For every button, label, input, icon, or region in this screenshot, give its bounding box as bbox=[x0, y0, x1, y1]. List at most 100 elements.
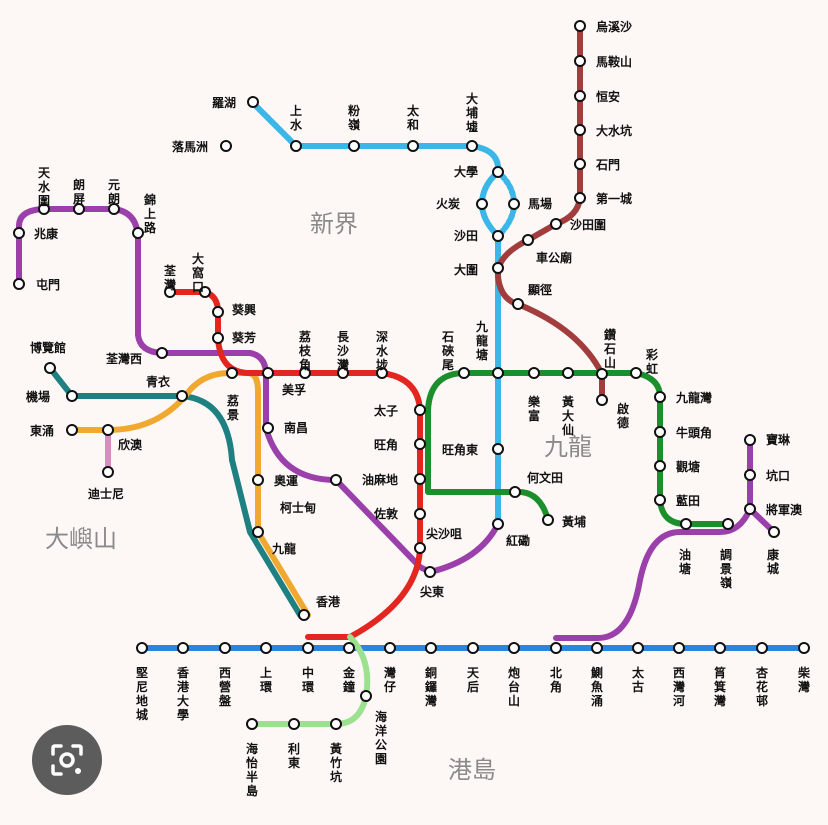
station-ma-on-shan[interactable] bbox=[574, 55, 586, 67]
station-tsuen-wan-west[interactable] bbox=[156, 347, 168, 359]
station-tai-po-market[interactable] bbox=[466, 140, 478, 152]
station-mong-kok[interactable] bbox=[414, 438, 426, 450]
station-mong-kok-east[interactable] bbox=[492, 443, 504, 455]
station-yau-ma-tei[interactable] bbox=[414, 473, 426, 485]
station-admiralty[interactable] bbox=[343, 642, 355, 654]
station-siu-hong[interactable] bbox=[13, 227, 25, 239]
station-choi-hung[interactable] bbox=[630, 367, 642, 379]
station-kowloon-tong[interactable] bbox=[492, 367, 504, 379]
station-tung-chung[interactable] bbox=[66, 424, 78, 436]
station-east-tst[interactable] bbox=[424, 566, 436, 578]
station-quarry-bay[interactable] bbox=[591, 642, 603, 654]
station-asiaworld-expo[interactable] bbox=[44, 362, 56, 374]
station-fortress-hill[interactable] bbox=[508, 642, 520, 654]
station-tsing-yi[interactable] bbox=[176, 390, 188, 402]
station-wong-tai-sin[interactable] bbox=[562, 367, 574, 379]
station-fo-tan[interactable] bbox=[476, 198, 488, 210]
station-yuen-long[interactable] bbox=[108, 203, 120, 215]
station-olympic[interactable] bbox=[252, 474, 264, 486]
station-lok-fu[interactable] bbox=[528, 367, 540, 379]
station-sheung-wan[interactable] bbox=[260, 642, 272, 654]
station-fanling[interactable] bbox=[348, 140, 360, 152]
station-tiu-keng-leng[interactable] bbox=[722, 518, 734, 530]
station-kowloon-bay[interactable] bbox=[654, 391, 666, 403]
station-tai-koo[interactable] bbox=[632, 642, 644, 654]
station-hin-keng[interactable] bbox=[512, 298, 524, 310]
station-kam-sheung-road[interactable] bbox=[132, 227, 144, 239]
station-hong-kong[interactable] bbox=[298, 609, 310, 621]
station-lai-chi-kok[interactable] bbox=[299, 367, 311, 379]
station-disneyland[interactable] bbox=[102, 466, 114, 478]
station-label-hang-hau: 坑口 bbox=[766, 468, 790, 483]
station-yau-tong[interactable] bbox=[680, 518, 692, 530]
station-lo-wu[interactable] bbox=[247, 96, 259, 108]
station-kai-tak[interactable] bbox=[596, 394, 608, 406]
google-lens-icon bbox=[51, 744, 83, 776]
station-ngau-tau-kok[interactable] bbox=[654, 426, 666, 438]
station-che-kung-temple[interactable] bbox=[522, 234, 534, 246]
station-whampoa[interactable] bbox=[542, 514, 554, 526]
station-hku[interactable] bbox=[177, 642, 189, 654]
station-kennedy-town[interactable] bbox=[136, 642, 148, 654]
station-causeway-bay[interactable] bbox=[425, 642, 437, 654]
station-jordan[interactable] bbox=[414, 508, 426, 520]
station-shek-mun[interactable] bbox=[574, 158, 586, 170]
station-lok-ma-chau[interactable] bbox=[220, 140, 232, 152]
station-city-one[interactable] bbox=[574, 192, 586, 204]
station-central[interactable] bbox=[302, 642, 314, 654]
station-hung-hom[interactable] bbox=[492, 518, 504, 530]
station-tai-shui-hang[interactable] bbox=[574, 124, 586, 136]
station-label-fortress-hill: 炮台山 bbox=[508, 665, 520, 708]
station-long-ping[interactable] bbox=[73, 203, 85, 215]
station-heng-on[interactable] bbox=[574, 90, 586, 102]
station-sai-wan-ho[interactable] bbox=[673, 642, 685, 654]
station-tai-wo[interactable] bbox=[407, 140, 419, 152]
station-kowloon[interactable] bbox=[252, 526, 264, 538]
station-kwai-hing[interactable] bbox=[212, 306, 224, 318]
station-prince-edward[interactable] bbox=[414, 404, 426, 416]
station-kwai-fong[interactable] bbox=[212, 332, 224, 344]
station-heng-fa-chuen[interactable] bbox=[756, 642, 768, 654]
station-sai-ying-pun[interactable] bbox=[219, 642, 231, 654]
station-tai-wai[interactable] bbox=[492, 262, 504, 274]
station-sheung-shui[interactable] bbox=[290, 140, 302, 152]
station-austin[interactable] bbox=[330, 474, 342, 486]
station-diamond-hill[interactable] bbox=[596, 368, 608, 380]
station-sunny-bay[interactable] bbox=[102, 424, 114, 436]
station-tai-wo-hau[interactable] bbox=[199, 286, 211, 298]
station-po-lam[interactable] bbox=[744, 434, 756, 446]
station-ho-man-tin[interactable] bbox=[509, 486, 521, 498]
station-hang-hau[interactable] bbox=[744, 469, 756, 481]
station-lai-king[interactable] bbox=[226, 367, 238, 379]
station-cheung-sha-wan[interactable] bbox=[337, 367, 349, 379]
station-nam-cheong[interactable] bbox=[262, 422, 274, 434]
station-racecourse[interactable] bbox=[508, 198, 520, 210]
station-sha-tin[interactable] bbox=[492, 230, 504, 242]
station-wu-kai-sha[interactable] bbox=[574, 20, 586, 32]
station-tsuen-wan[interactable] bbox=[164, 286, 176, 298]
station-ocean-park[interactable] bbox=[360, 690, 372, 702]
station-tin-hau[interactable] bbox=[467, 642, 479, 654]
station-kwun-tong[interactable] bbox=[654, 460, 666, 472]
station-south-horizons[interactable] bbox=[246, 718, 258, 730]
station-chai-wan[interactable] bbox=[798, 642, 810, 654]
lens-search-button[interactable] bbox=[32, 725, 102, 795]
station-tko[interactable] bbox=[744, 503, 756, 515]
station-tin-shui-wai[interactable] bbox=[38, 203, 50, 215]
station-tuen-mun[interactable] bbox=[13, 278, 25, 290]
station-shek-kip-mei[interactable] bbox=[458, 367, 470, 379]
station-north-point[interactable] bbox=[550, 642, 562, 654]
station-lei-tung[interactable] bbox=[288, 718, 300, 730]
station-shau-kei-wan[interactable] bbox=[714, 642, 726, 654]
station-label-shek-mun: 石門 bbox=[595, 158, 620, 172]
station-airport[interactable] bbox=[66, 390, 78, 402]
station-lohas-park[interactable] bbox=[768, 526, 780, 538]
station-wan-chai[interactable] bbox=[384, 642, 396, 654]
station-mei-foo[interactable] bbox=[262, 367, 274, 379]
station-sha-tin-wai[interactable] bbox=[550, 218, 562, 230]
station-tsim-sha-tsui[interactable] bbox=[414, 542, 426, 554]
station-wong-chuk-hang[interactable] bbox=[330, 718, 342, 730]
station-lam-tin[interactable] bbox=[654, 494, 666, 506]
station-university[interactable] bbox=[492, 166, 504, 178]
station-sham-shui-po[interactable] bbox=[376, 367, 388, 379]
